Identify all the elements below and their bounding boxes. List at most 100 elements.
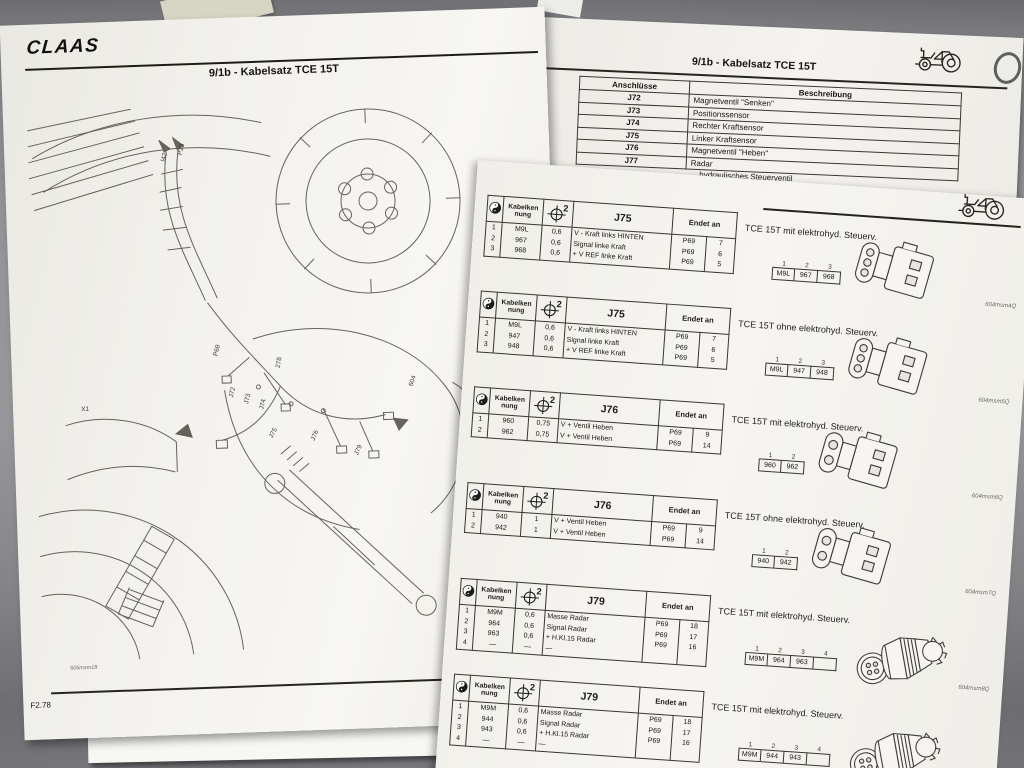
pinbox-value: 964: [767, 653, 792, 669]
connector-face-icon: [462, 585, 475, 597]
pin-number: 2: [470, 521, 476, 530]
endet-target: P69: [680, 258, 694, 267]
diagram-label: J75: [268, 427, 279, 440]
svg-text:2: 2: [529, 682, 535, 692]
pinbox-value: 948: [810, 365, 835, 381]
pin-number: 4: [462, 638, 468, 646]
diagram-label: I42: [160, 152, 169, 163]
endet-pin: 5: [717, 260, 722, 269]
rect-connector-drawing: [811, 527, 891, 585]
connector-art: [842, 330, 943, 405]
kabelkennung-header: Kabelken nung: [468, 675, 511, 704]
endet-pin: [679, 653, 704, 665]
endet-target: P69: [674, 354, 688, 363]
connector-art: [849, 234, 950, 309]
diagram-label: X1: [81, 406, 90, 413]
pinbox-value: 944: [760, 749, 785, 764]
gauge-header: 2: [528, 390, 561, 419]
diagram-label: 604: [408, 374, 418, 387]
gauge-value: 0,6: [543, 345, 554, 353]
svg-text:2: 2: [549, 394, 555, 404]
pin-number: 2: [484, 330, 489, 338]
pinbox-value: M9L: [771, 266, 796, 282]
diagram-label: P69: [212, 344, 222, 357]
endet-pin: 14: [695, 537, 705, 546]
figure-code: 606msm18: [70, 665, 98, 672]
pinbox-value: 942: [774, 555, 799, 571]
endet-target: P69: [668, 439, 682, 448]
connector-face-cell: [486, 195, 505, 223]
round-connector-drawing: [849, 732, 941, 768]
endet-target: [644, 650, 675, 663]
diagram-label: J73: [243, 393, 252, 405]
pinbox-value: 940: [751, 554, 776, 569]
wire-gauge-icon: 2: [533, 394, 555, 414]
pin-number: 1: [471, 511, 476, 519]
endet-pin: 5: [710, 356, 715, 364]
pin-number: 1: [464, 607, 470, 615]
wiring-diagram: I42 P20 P69 278 J72 J73 J74 J75 J76 J79 …: [27, 108, 489, 672]
pin-number: 1: [484, 319, 490, 328]
left-page: CLAAS 9/1b - Kabelsatz TCE 15T: [0, 6, 570, 741]
kabelkennung-value: —: [489, 640, 497, 648]
svg-text:2: 2: [536, 586, 542, 596]
diagram-label: J72: [228, 386, 237, 398]
pinbox-value: 960: [757, 458, 782, 473]
kabelkennung-value: 942: [494, 523, 507, 532]
pinbox-value: 963: [790, 655, 815, 670]
gauge-value: —: [517, 738, 525, 747]
pinbox-value: [806, 752, 831, 767]
connector-art: [838, 715, 943, 768]
wire-gauge-icon: 2: [547, 203, 568, 223]
pinbox-value: M9M: [737, 747, 762, 763]
kabelkennung-value: 962: [501, 427, 514, 436]
kabelkennung-header: Kabelken nung: [475, 579, 518, 609]
pin-number: 2: [464, 617, 469, 625]
pin-number: 1: [491, 224, 497, 232]
diagram-label: J79: [353, 444, 364, 457]
rect-connector-drawing: [818, 431, 898, 489]
back-page: 9/1b - Kabelsatz TCE 15T Anschlüsse Besc…: [510, 16, 1024, 214]
connector-face-icon: [489, 201, 502, 214]
svg-text:2: 2: [556, 299, 562, 309]
connector-face-cell: [452, 674, 471, 702]
wire-gauge-icon: 2: [526, 490, 548, 510]
pinbox-value: 968: [817, 269, 842, 285]
endet-target: [638, 746, 669, 759]
